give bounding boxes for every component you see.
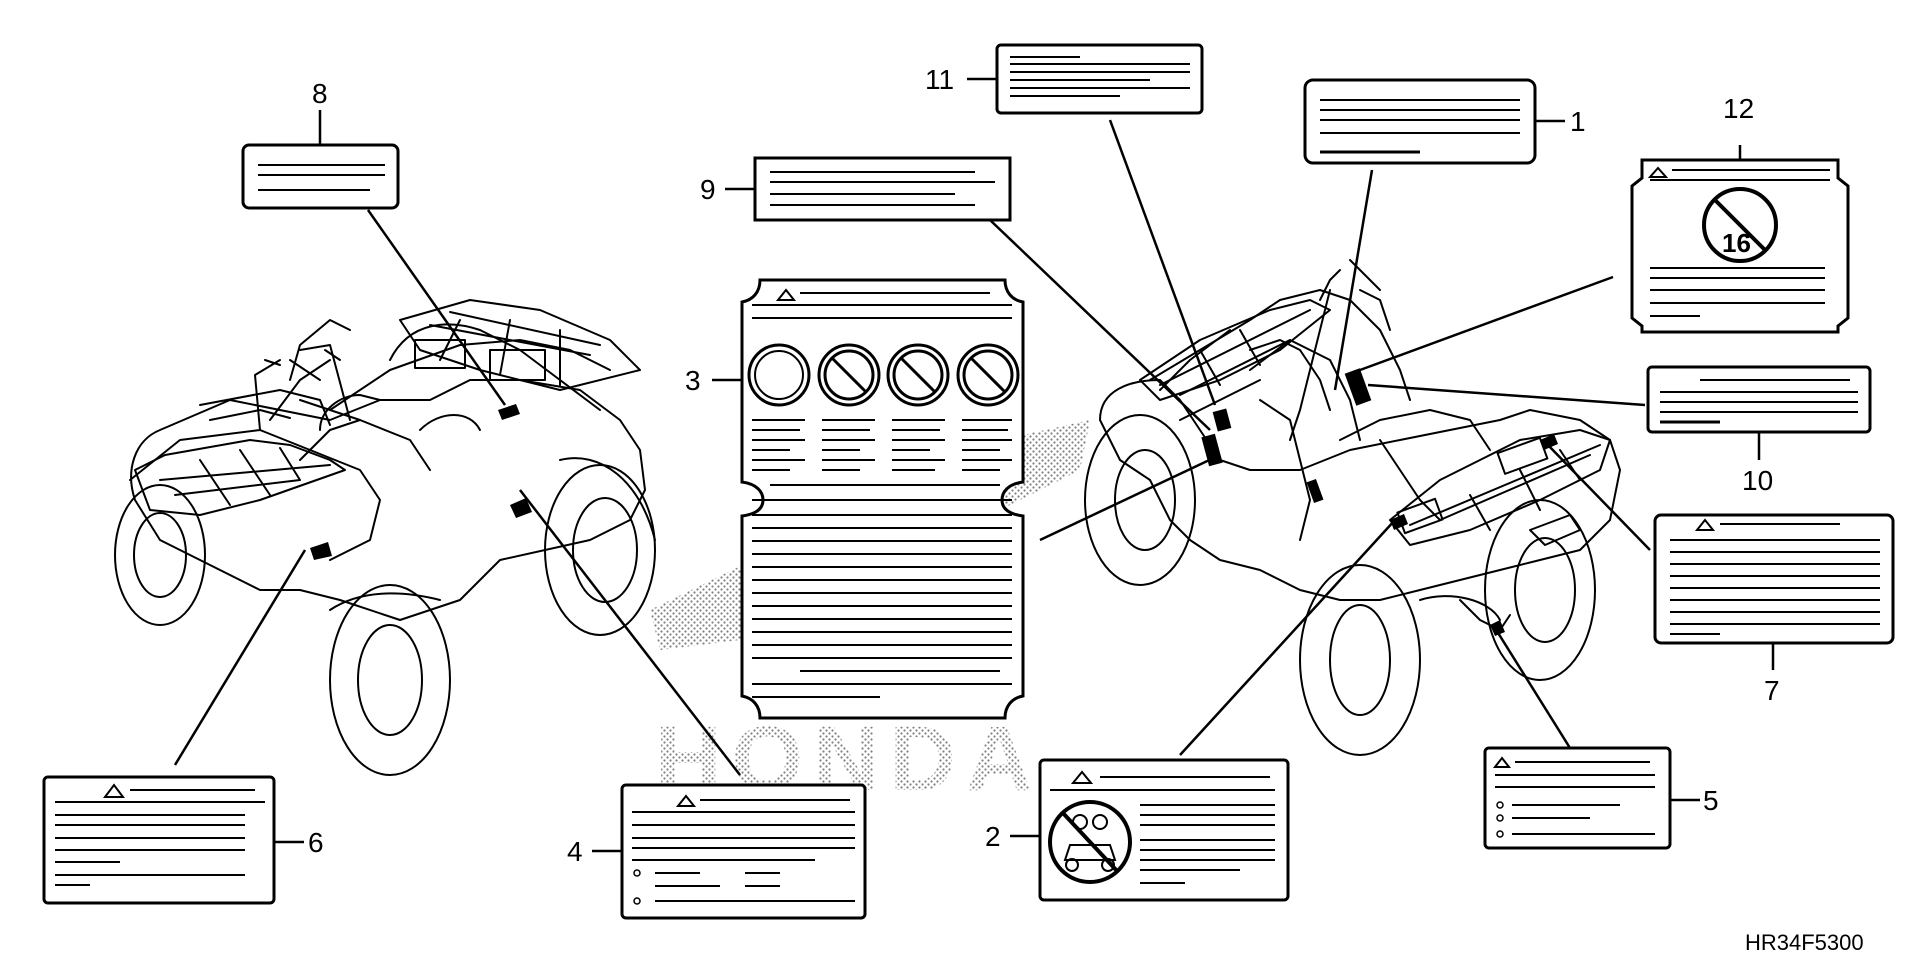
callout-5: 5	[1703, 785, 1719, 816]
no-passenger-icon	[1048, 800, 1132, 884]
diagram-code: HR34F5300	[1745, 930, 1864, 955]
label-7	[1653, 513, 1895, 670]
label-2	[1010, 758, 1290, 902]
callout-9: 9	[700, 174, 716, 205]
callout-12: 12	[1723, 93, 1754, 124]
callout-numbers: 8 9 11 1 12 10 7 5 2 4 6 3	[308, 64, 1780, 867]
label-10	[1646, 365, 1872, 460]
label-12: 16	[1630, 145, 1850, 334]
callout-1: 1	[1570, 106, 1586, 137]
callout-7: 7	[1764, 675, 1780, 706]
callout-6: 6	[308, 827, 324, 858]
atv-left-view	[114, 299, 656, 776]
label-11	[967, 43, 1204, 115]
callout-8: 8	[312, 78, 328, 109]
leader-lines	[173, 119, 1651, 776]
callout-3: 3	[685, 365, 701, 396]
label-9	[725, 156, 1012, 222]
atv-right-view	[1084, 259, 1621, 756]
label-5	[1483, 746, 1700, 850]
label-3	[712, 278, 1025, 720]
callout-2: 2	[985, 821, 1001, 852]
callout-10: 10	[1742, 465, 1773, 496]
label-8	[241, 110, 400, 210]
label-6	[42, 775, 304, 905]
callout-11: 11	[925, 64, 954, 95]
age-restriction-text: 16	[1722, 228, 1751, 258]
label-1	[1303, 78, 1565, 165]
callout-4: 4	[567, 836, 583, 867]
label-4	[592, 783, 867, 920]
no-under-16-icon	[1702, 187, 1778, 263]
